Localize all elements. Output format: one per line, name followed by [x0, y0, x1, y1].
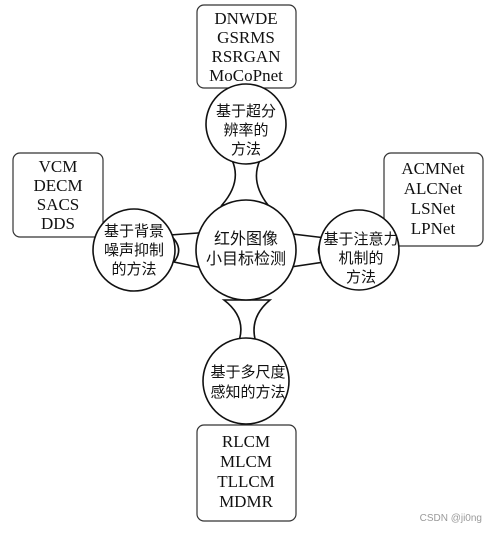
center-topic: 红外图像 小目标检测 [195, 199, 297, 301]
top-branch-label-2: 辨率的 [223, 121, 268, 139]
right-method-3: LSNet [411, 199, 456, 218]
right-branch-label-1: 基于注意力 [323, 230, 398, 248]
right-methods-box: ACMNet ALCNet LSNet LPNet [383, 152, 484, 247]
left-method-3: SACS [37, 195, 80, 214]
left-branch-label-3: 的方法 [111, 260, 156, 278]
top-branch: 基于超分 辨率的 方法 [205, 83, 287, 165]
left-branch-label-1: 基于背景 [104, 222, 164, 240]
bottom-branch: 基于多尺度 感知的方法 [202, 337, 290, 425]
right-branch: 基于注意力 机制的 方法 [318, 209, 400, 291]
right-method-4: LPNet [411, 219, 456, 238]
bottom-method-4: MDMR [219, 492, 274, 511]
bottom-branch-label-2: 感知的方法 [210, 383, 285, 401]
right-branch-label-3: 方法 [346, 268, 376, 286]
top-method-3: RSRGAN [212, 47, 281, 66]
right-method-1: ACMNet [401, 159, 465, 178]
right-branch-label-2: 机制的 [338, 249, 383, 267]
top-method-1: DNWDE [214, 9, 277, 28]
left-method-1: VCM [39, 157, 78, 176]
bottom-method-1: RLCM [222, 432, 270, 451]
center-topic-line-1: 红外图像 [214, 229, 278, 248]
center-topic-line-2: 小目标检测 [206, 249, 286, 268]
left-branch: 基于背景 噪声抑制 的方法 [92, 208, 176, 292]
left-method-2: DECM [33, 176, 82, 195]
bottom-branch-label-1: 基于多尺度 [210, 363, 285, 381]
watermark: CSDN @ji0ng [419, 513, 482, 524]
right-method-2: ALCNet [404, 179, 463, 198]
top-branch-label-3: 方法 [231, 140, 261, 158]
left-method-4: DDS [41, 214, 75, 233]
bottom-methods-box: RLCM MLCM TLLCM MDMR [196, 424, 297, 522]
top-connector [220, 159, 270, 206]
top-method-2: GSRMS [217, 28, 275, 47]
bottom-method-3: TLLCM [217, 472, 275, 491]
left-branch-label-2: 噪声抑制 [104, 241, 164, 259]
top-methods-box: DNWDE GSRMS RSRGAN MoCoPnet [196, 4, 297, 89]
top-method-4: MoCoPnet [209, 66, 283, 85]
bottom-method-2: MLCM [220, 452, 272, 471]
top-branch-label-1: 基于超分 [216, 102, 276, 120]
left-methods-box: VCM DECM SACS DDS [12, 152, 104, 238]
